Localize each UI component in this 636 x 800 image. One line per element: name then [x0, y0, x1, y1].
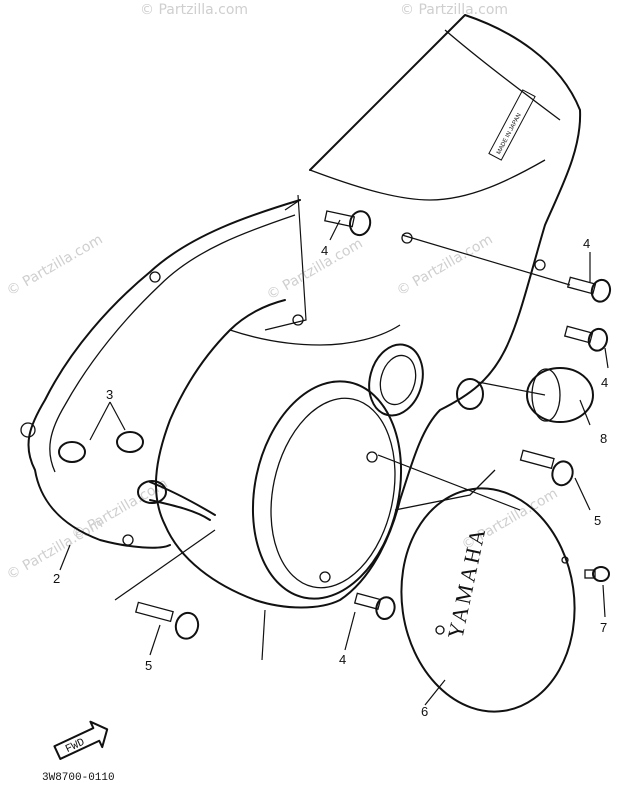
- fwd-arrow-icon: FWD: [53, 720, 109, 760]
- watermark: © Partzilla.com: [4, 232, 106, 300]
- bolt: [566, 276, 612, 303]
- diagram-code: 3W8700-0110: [42, 772, 115, 784]
- part-label: 4: [321, 243, 328, 258]
- part-label: 7: [600, 620, 607, 635]
- part-label: 8: [600, 431, 607, 446]
- watermarks: © Partzilla.com © Partzilla.com © Partzi…: [4, 2, 561, 583]
- watermark: © Partzilla.com: [140, 2, 248, 18]
- part-label: 6: [421, 704, 428, 719]
- bolt: [353, 592, 396, 621]
- part-label: 3: [106, 387, 113, 402]
- screw: [584, 566, 610, 582]
- part-label: 4: [339, 652, 346, 667]
- leader-lines: [59, 219, 609, 706]
- gasket: [20, 199, 301, 549]
- plate-text: MADE IN JAPAN: [496, 113, 523, 156]
- alignment-lines: [377, 234, 571, 511]
- part-label: 4: [583, 236, 590, 251]
- part-label: 5: [594, 513, 601, 528]
- bolt: [134, 601, 200, 640]
- bolt: [324, 210, 372, 237]
- part-number-labels: 4 4 4 3 8 2 5 5 7 4 6: [53, 236, 608, 719]
- part-label: 4: [601, 375, 608, 390]
- watermark: © Partzilla.com: [264, 236, 366, 304]
- explode-guides: [114, 194, 307, 601]
- model-plate: MADE IN JAPAN: [488, 89, 536, 161]
- part-label: 2: [53, 571, 60, 586]
- part-label: 5: [145, 658, 152, 673]
- brand-text: YAMAHA: [442, 524, 490, 641]
- bolt: [519, 449, 574, 487]
- watermark: © Partzilla.com: [400, 2, 508, 18]
- dowel-pins: [58, 431, 144, 463]
- crankcase-cover: [137, 14, 582, 609]
- round-cap: [526, 367, 594, 423]
- yamaha-side-cover: YAMAHA: [400, 487, 576, 713]
- bolt: [563, 325, 609, 352]
